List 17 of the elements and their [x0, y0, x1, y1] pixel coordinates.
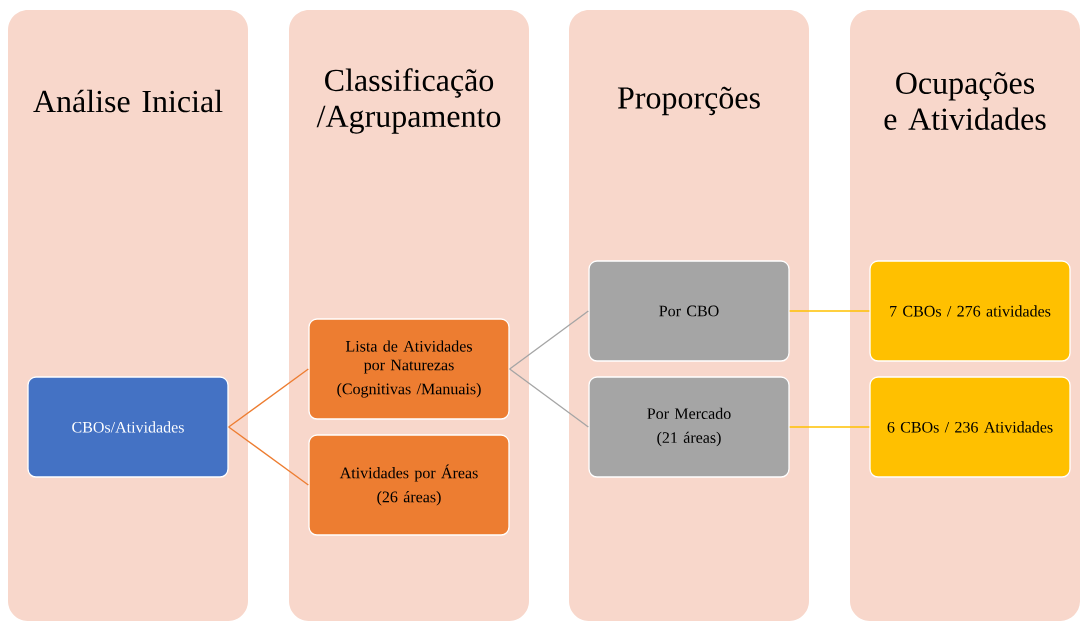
column-heading: Análise Inicial: [33, 89, 223, 113]
process-box: Por Mercado (21 áreas): [588, 376, 790, 478]
column-heading: Classificação /Agrupamento: [316, 68, 501, 134]
process-box: Lista de Atividades por Naturezas (Cognitivas /Manuais): [308, 318, 510, 420]
connector-line: [789, 310, 870, 312]
connector-line: [228, 368, 309, 428]
process-box: Por CBO: [588, 260, 790, 362]
process-box: 6 CBOs / 236 Atividades: [869, 376, 1071, 478]
process-box: CBOs/Atividades: [27, 376, 229, 478]
connector-line: [509, 368, 589, 428]
connector-line: [789, 426, 870, 428]
process-box: Atividades por Áreas (26 áreas): [308, 434, 510, 536]
connector-line: [228, 426, 309, 486]
column-heading: Ocupações e Atividades: [884, 72, 1046, 130]
process-box: 7 CBOs / 276 atividades: [869, 260, 1071, 362]
connector-line: [509, 310, 589, 370]
column-heading: Proporções: [617, 86, 760, 116]
